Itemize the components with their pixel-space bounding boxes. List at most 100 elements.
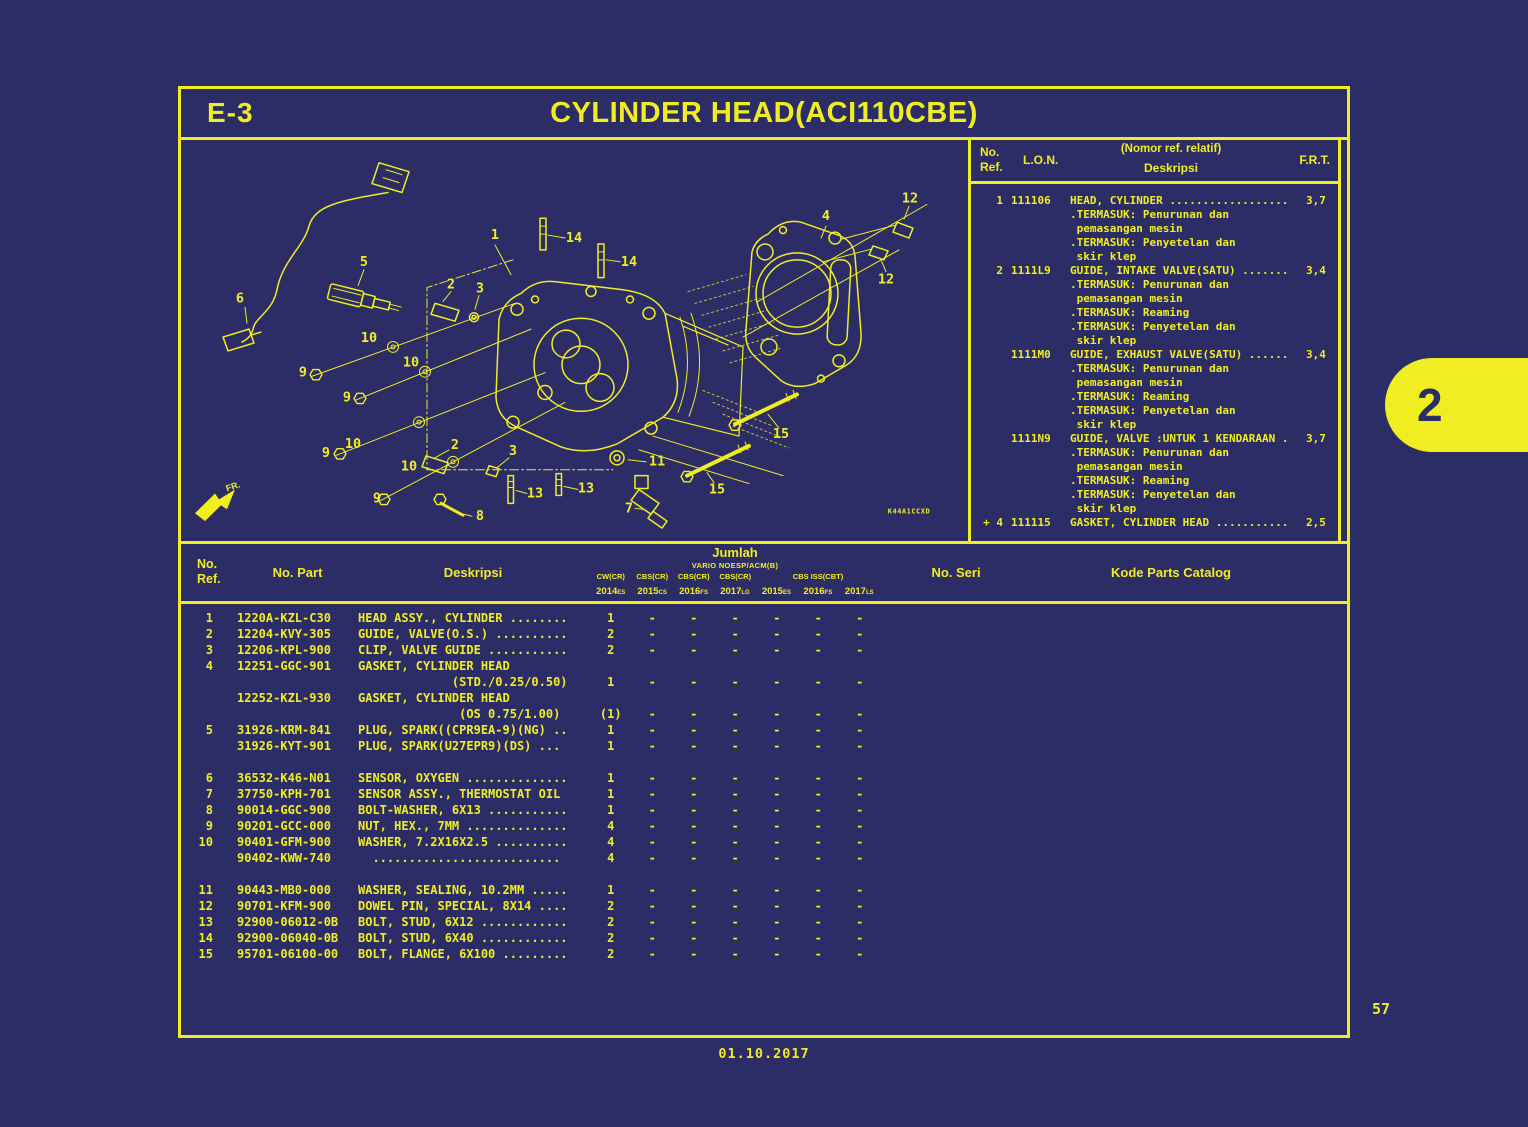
reference-line: pemasangan mesin	[971, 376, 1338, 390]
ref-description: skir klep	[1070, 418, 1137, 431]
qty-cell: 2	[607, 643, 615, 657]
year-value: 2015	[761, 586, 783, 597]
qty-cell: -	[814, 723, 822, 737]
frt-value: 2,5	[1306, 516, 1326, 529]
model-code: CBS(CR)	[636, 572, 669, 581]
qty-cell: 4	[607, 835, 615, 849]
qty-cell: -	[856, 915, 864, 929]
qty-cell: -	[731, 723, 739, 737]
part-ref-no: 7	[205, 787, 213, 801]
ref-no	[977, 348, 1003, 362]
callout-3: 3	[476, 282, 484, 297]
qty-cell: -	[690, 803, 698, 817]
qty-cell	[715, 754, 757, 770]
frt-value	[1306, 236, 1338, 250]
ref-description: HEAD, CYLINDER ..................	[1070, 194, 1289, 207]
ref-description: .TERMASUK: Penyetelan dan	[1070, 320, 1236, 333]
model-code: CBS(CR)	[719, 572, 752, 581]
qty-cell: -	[648, 915, 656, 929]
qty-cell: -	[690, 739, 698, 753]
part-description: (OS 0.75/1.00)	[358, 707, 561, 721]
reference-line: skir klep	[971, 502, 1338, 516]
qty-cell: -	[731, 835, 739, 849]
frt-value	[1306, 474, 1338, 488]
callout-2: 2	[451, 438, 459, 453]
qty-cell: 2	[607, 899, 615, 913]
thermostat-sensor	[609, 450, 668, 529]
lon-code: 1111N9	[1011, 432, 1051, 445]
ref-no	[977, 404, 1003, 418]
qty-cell: (1)	[599, 707, 622, 721]
part-description: GUIDE, VALVE(O.S.) ..........	[358, 627, 568, 641]
ref-no	[977, 334, 1003, 348]
table-row: 5 31926-KRM-841 PLUG, SPARK((CPR9EA-9)(N…	[181, 722, 1347, 738]
lon-code	[1011, 306, 1063, 320]
table-row: 2 12204-KVY-305 GUIDE, VALVE(O.S.) .....…	[181, 626, 1347, 642]
table-row: 6 36532-K46-N01 SENSOR, OXYGEN .........…	[181, 770, 1347, 786]
qty-cell: -	[856, 787, 864, 801]
model-code: CBS ISS(CBT)	[792, 572, 844, 581]
lon-code	[1011, 222, 1063, 236]
part-ref-no: 10	[198, 835, 213, 849]
ref-description: skir klep	[1070, 250, 1137, 263]
model-year: 2017LG	[714, 586, 755, 597]
ref-description: skir klep	[1070, 334, 1137, 347]
year-value: 2017	[720, 586, 742, 597]
ref-no: 2	[996, 264, 1003, 277]
part-ref-no: 6	[205, 771, 213, 785]
qty-cell: -	[814, 627, 822, 641]
qty-cell: -	[690, 771, 698, 785]
qty-cell	[673, 658, 715, 674]
lon-code	[1011, 390, 1063, 404]
front-direction-arrow	[195, 489, 235, 522]
table-row	[181, 754, 1347, 770]
qty-cell: -	[856, 723, 864, 737]
hatch-shading	[687, 274, 790, 449]
qty-cell: -	[690, 883, 698, 897]
fr-label: FR.	[225, 479, 242, 493]
reference-line: 1111N9 GUIDE, VALVE :UNTUK 1 KENDARAAN .…	[971, 432, 1338, 446]
model-code: CW(CR)	[596, 572, 625, 581]
qty-cell: -	[814, 771, 822, 785]
table-row	[181, 866, 1347, 882]
part-ref-no: 13	[198, 915, 213, 929]
part-ref-no	[181, 866, 213, 882]
qty-cell: -	[773, 819, 781, 833]
callout-6: 6	[236, 291, 244, 306]
qty-cell: 1	[607, 675, 615, 689]
part-number: 12252-KZL-930	[237, 691, 331, 705]
ref-description: .TERMASUK: Penyetelan dan	[1070, 488, 1236, 501]
section-tab: 2	[1385, 358, 1528, 452]
ref-description: .TERMASUK: Reaming	[1070, 390, 1190, 403]
reference-line: .TERMASUK: Reaming	[971, 390, 1338, 404]
qty-cell: -	[856, 819, 864, 833]
col-no-ref: No.Ref.	[197, 557, 221, 586]
qty-cell: -	[814, 739, 822, 753]
lon-code: 1111L9	[1011, 264, 1051, 277]
part-number: 31926-KRM-841	[237, 723, 331, 737]
qty-cell: 2	[607, 947, 615, 961]
part-description: GASKET, CYLINDER HEAD	[358, 659, 510, 673]
qty-cell: -	[731, 947, 739, 961]
qty-cell: -	[690, 819, 698, 833]
part-ref-no	[181, 674, 213, 690]
year-code: ES	[617, 590, 626, 596]
qty-cell	[839, 658, 881, 674]
table-row: 12252-KZL-930 GASKET, CYLINDER HEAD	[181, 690, 1347, 706]
qty-cell: -	[690, 947, 698, 961]
model-code: CBS(CR)	[677, 572, 710, 581]
qty-cell: -	[648, 771, 656, 785]
ref-no	[977, 362, 1003, 376]
callout-12: 12	[902, 191, 918, 206]
page-number: 57	[1372, 1000, 1391, 1018]
qty-cell: -	[856, 611, 864, 625]
frt-value: 3,7	[1306, 432, 1326, 445]
year-value: 2016	[803, 586, 825, 597]
part-number: 90014-GGC-900	[237, 803, 331, 817]
qty-cell: -	[773, 803, 781, 817]
col-frt: F.R.T.	[1299, 153, 1330, 167]
reference-list: 1 111106 HEAD, CYLINDER ................…	[971, 184, 1338, 530]
col-no-seri: No. Seri	[931, 565, 981, 580]
year-value: 2014	[596, 586, 618, 597]
qty-cell: 4	[607, 819, 615, 833]
